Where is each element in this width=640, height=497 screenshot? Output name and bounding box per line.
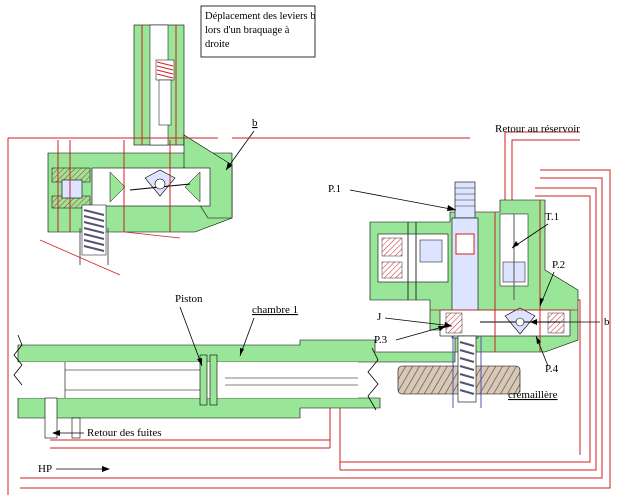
callout-box: Déplacement des leviers b lors d'un braq… <box>200 5 316 58</box>
callout-line-2: lors d'un braquage à <box>205 25 290 36</box>
label-retour-fuites: Retour des fuites <box>87 427 162 439</box>
label-chambre1: chambre 1 <box>252 304 298 316</box>
detail-valve-assembly <box>39 24 233 276</box>
label-b-right: b <box>604 316 610 328</box>
annotations: Retour au réservoir P.1 T.1 P.2 b J P.3 … <box>38 123 610 475</box>
piston-body <box>199 354 208 406</box>
lever-b-icon <box>129 169 191 197</box>
callout-line-1: Déplacement des leviers b <box>205 11 316 22</box>
leader-b-top <box>225 130 255 171</box>
power-cylinder <box>13 334 456 439</box>
label-cremaillere: crémaillère <box>508 389 558 401</box>
label-p4: P.4 <box>545 363 559 375</box>
label-p2: P.2 <box>552 259 565 271</box>
callout-line-3: droite <box>205 39 230 50</box>
pinion-spring-icon <box>459 341 475 395</box>
label-retour-reservoir: Retour au réservoir <box>495 123 580 135</box>
lower-spring-icon <box>83 209 105 252</box>
arrowhead-b-top <box>226 162 232 170</box>
distributor-assembly <box>369 181 579 408</box>
label-b-top: b <box>252 117 258 129</box>
label-p1: P.1 <box>328 183 341 195</box>
label-p3: P.3 <box>374 334 388 346</box>
label-t1: T.1 <box>545 211 559 223</box>
label-piston: Piston <box>175 293 203 305</box>
column-spring-icon <box>156 61 174 79</box>
oil-lines <box>7 131 611 495</box>
label-hp: HP <box>38 463 52 475</box>
label-j: J <box>377 311 382 323</box>
